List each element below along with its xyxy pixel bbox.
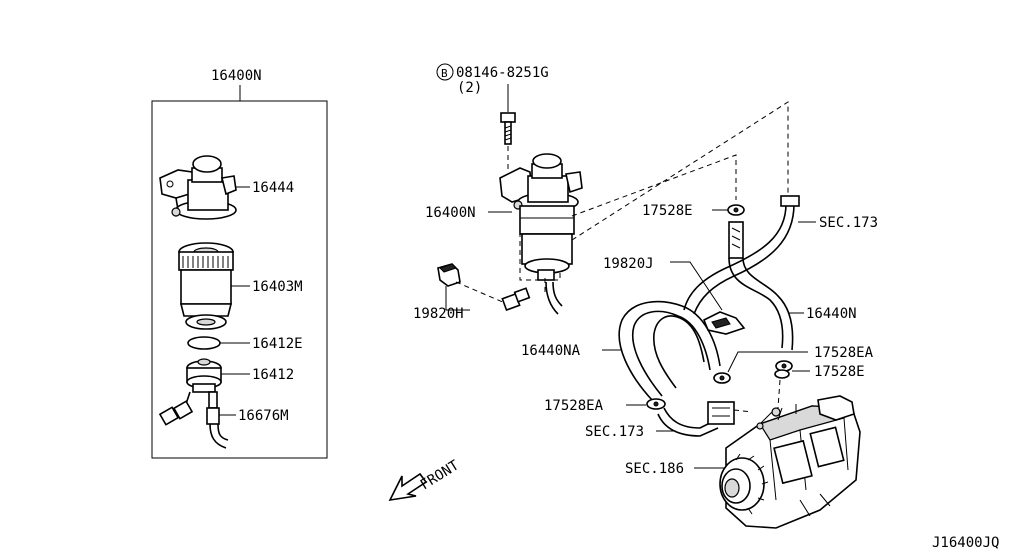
hose-16440na [618, 300, 721, 401]
label-19820h: 19820H [413, 306, 464, 322]
return-pipe-bottom [657, 401, 735, 437]
clamp-ea-left [646, 398, 666, 410]
drain-hose [206, 391, 229, 449]
clamp-e-right [774, 360, 793, 379]
sensor-plug [501, 287, 531, 312]
label-17528ea-right: 17528EA [814, 345, 874, 361]
sensor-connector [158, 391, 194, 426]
label-16403m: 16403M [252, 279, 303, 295]
label-sec173-bottom: SEC.173 [585, 424, 644, 440]
label-16676m: 16676M [238, 408, 289, 424]
clamp-upper [727, 204, 745, 216]
injection-pump [719, 395, 861, 529]
label-assy-16400n: 16400N [425, 205, 476, 221]
o-ring [187, 336, 221, 350]
front-arrow [388, 472, 428, 502]
hose-connector [702, 311, 746, 335]
hose-16440n [728, 221, 794, 351]
label-16444: 16444 [252, 180, 294, 196]
label-16440na: 16440NA [521, 343, 581, 359]
label-17528e-top: 17528E [642, 203, 693, 219]
label-17528ea-left: 17528EA [544, 398, 604, 414]
filter-bowl [186, 358, 222, 393]
label-sec173-top: SEC.173 [819, 215, 878, 231]
filter-head [159, 155, 237, 220]
return-hose-top [683, 195, 800, 315]
diagram-code: J16400JQ [932, 535, 999, 551]
bracket-clip [437, 263, 461, 287]
kit-box-label: 16400N [211, 68, 262, 84]
bolt [500, 112, 516, 145]
label-16412: 16412 [252, 367, 294, 383]
label-16412e: 16412E [252, 336, 303, 352]
label-bolt-qty: (2) [457, 80, 482, 96]
clamp-ea-right [713, 372, 731, 384]
bolt-symbol-letter: B [441, 67, 448, 80]
label-bolt: 08146-8251G [456, 65, 549, 81]
label-17528e-right: 17528E [814, 364, 865, 380]
filter-assembly [499, 153, 583, 315]
kit-box [151, 85, 328, 459]
filter-element [178, 242, 234, 330]
label-front: FRONT [418, 457, 463, 493]
label-16440n: 16440N [806, 306, 857, 322]
label-19820j: 19820J [603, 256, 654, 272]
label-sec186: SEC.186 [625, 461, 684, 477]
bolt-symbol [436, 63, 454, 81]
